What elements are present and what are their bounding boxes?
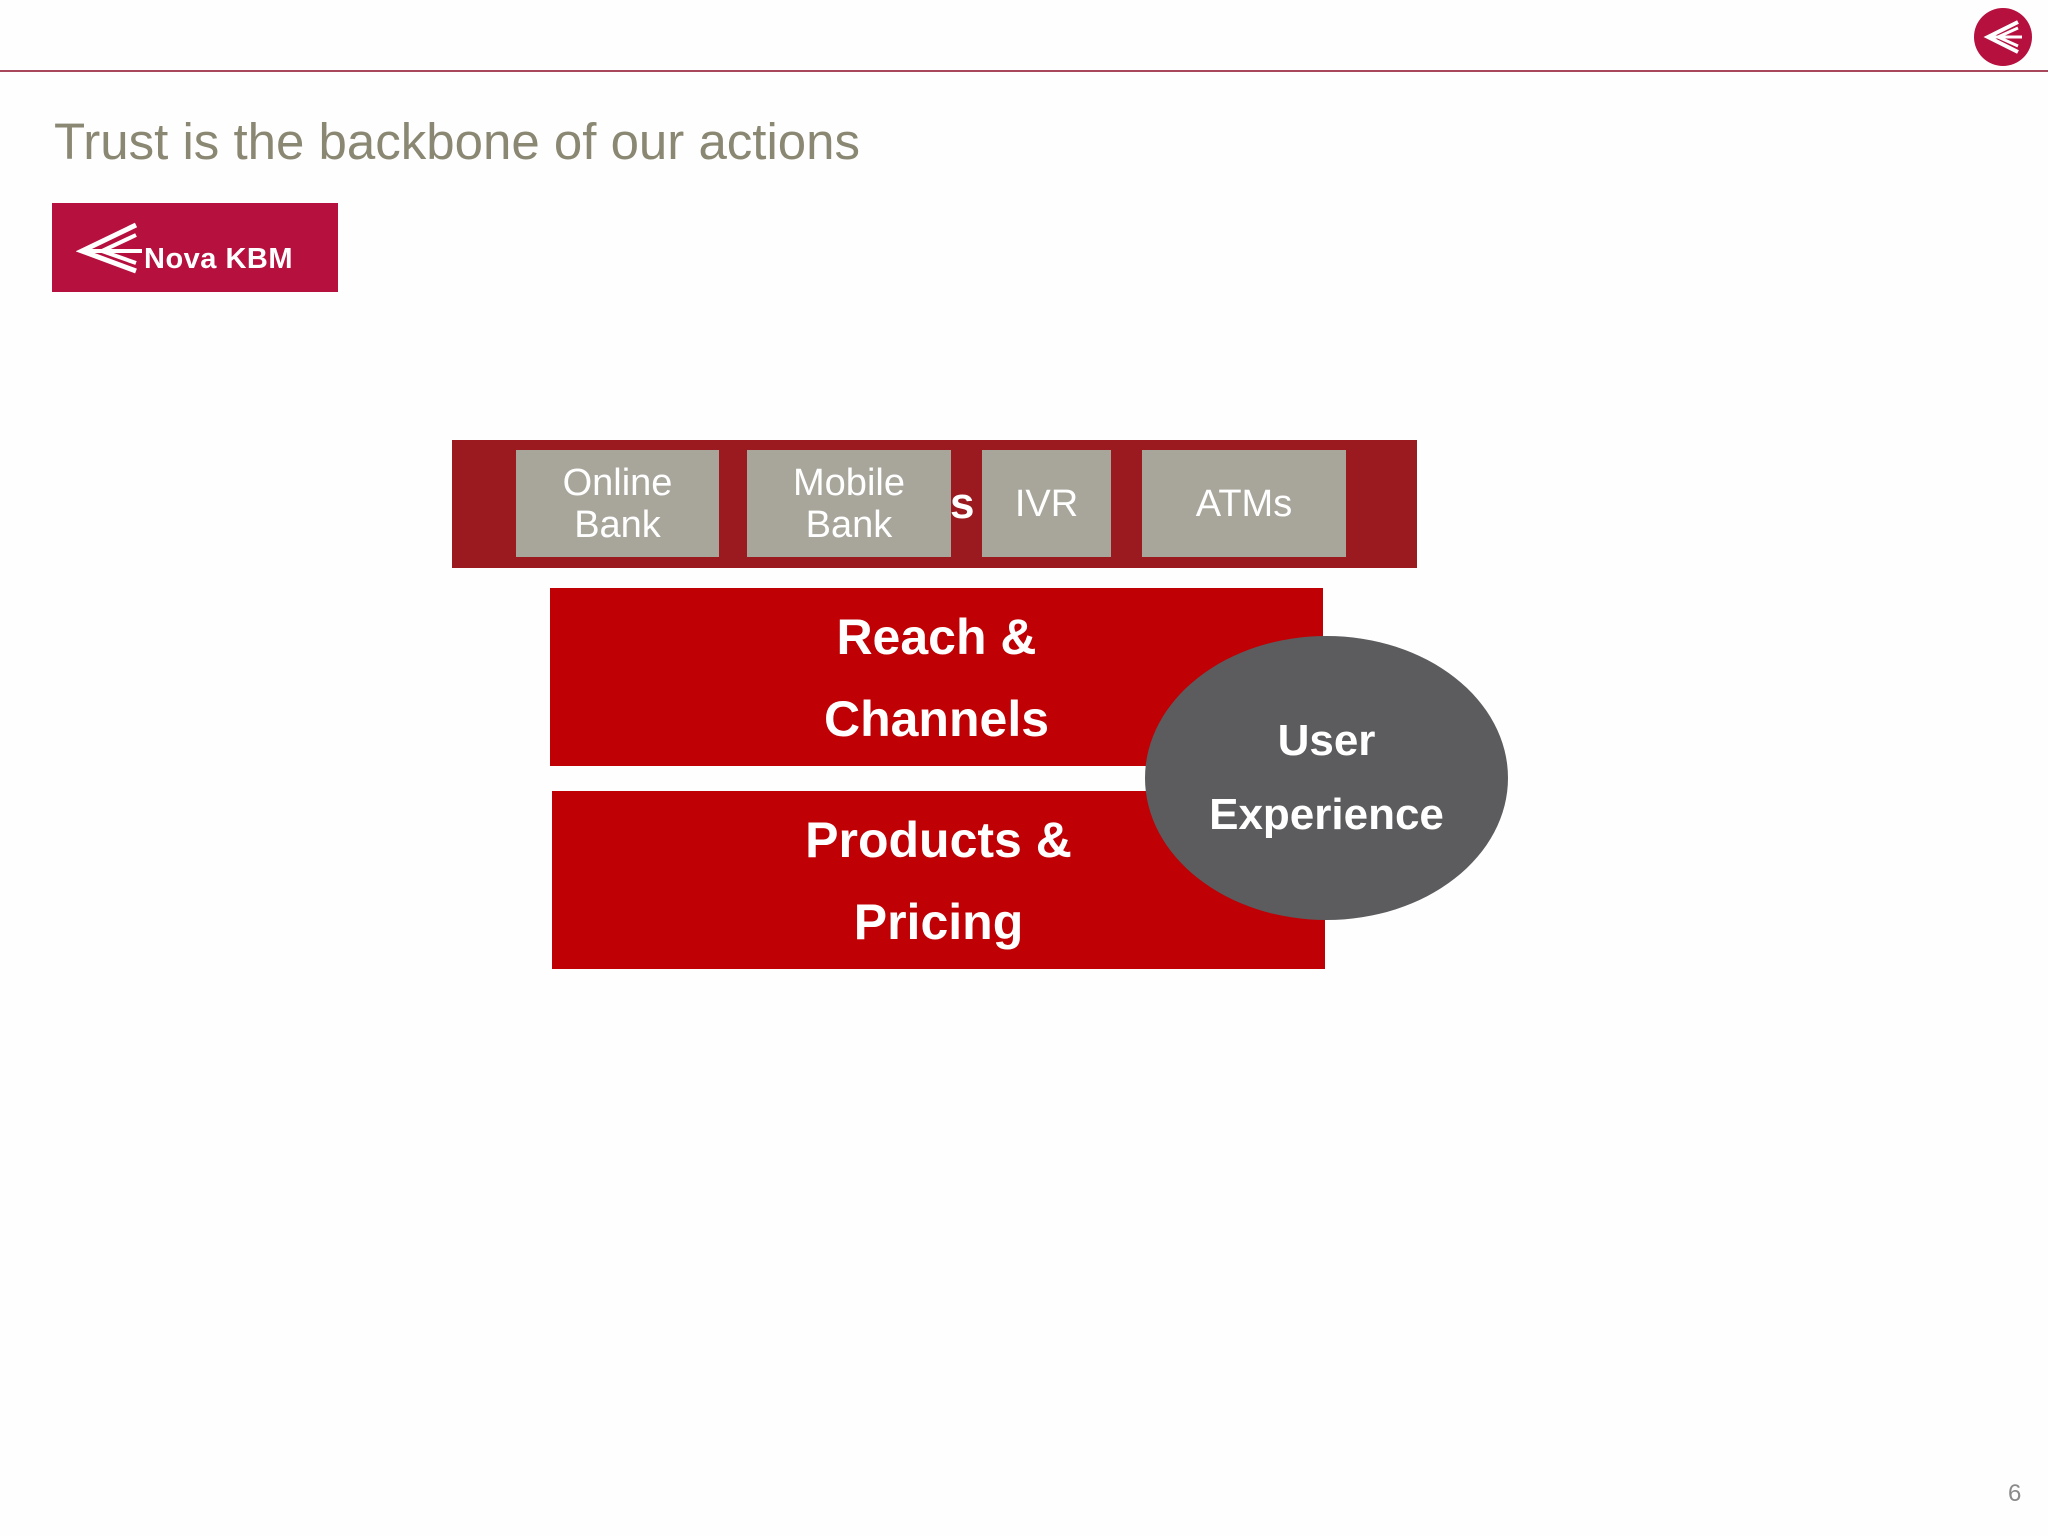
brand-name: Nova KBM <box>144 243 294 275</box>
channel-tile-atms: ATMs <box>1142 450 1346 557</box>
slide-title: Trust is the backbone of our actions <box>54 113 861 170</box>
nova-kbm-logo-icon <box>1974 8 2032 66</box>
products-line-2: Pricing <box>853 894 1024 950</box>
channel-tile-online-bank: Online Bank <box>516 450 719 557</box>
brand-mark-icon <box>76 222 142 274</box>
channels-bar-hidden-letter: s <box>950 479 975 528</box>
channel-label: Online Bank <box>562 461 673 546</box>
channel-tile-mobile-bank: Mobile Bank <box>747 450 951 557</box>
brand-logo-box: Nova KBM <box>52 203 338 292</box>
channel-label: ATMs <box>1195 482 1293 525</box>
header-divider <box>0 70 2048 72</box>
page-number: 6 <box>2008 1480 2022 1507</box>
user-experience-ellipse: User Experience <box>1145 636 1508 920</box>
user-experience-line-1: User <box>1277 716 1376 765</box>
channel-tile-ivr: IVR <box>982 450 1111 557</box>
products-line-1: Products & <box>805 812 1072 868</box>
channel-label: Mobile Bank <box>793 461 905 546</box>
reach-line-2: Channels <box>823 691 1050 747</box>
reach-channels-block: Reach & Channels <box>550 588 1323 766</box>
reach-line-1: Reach & <box>836 609 1037 665</box>
channel-label: IVR <box>1014 482 1079 525</box>
user-experience-line-2: Experience <box>1209 790 1444 839</box>
